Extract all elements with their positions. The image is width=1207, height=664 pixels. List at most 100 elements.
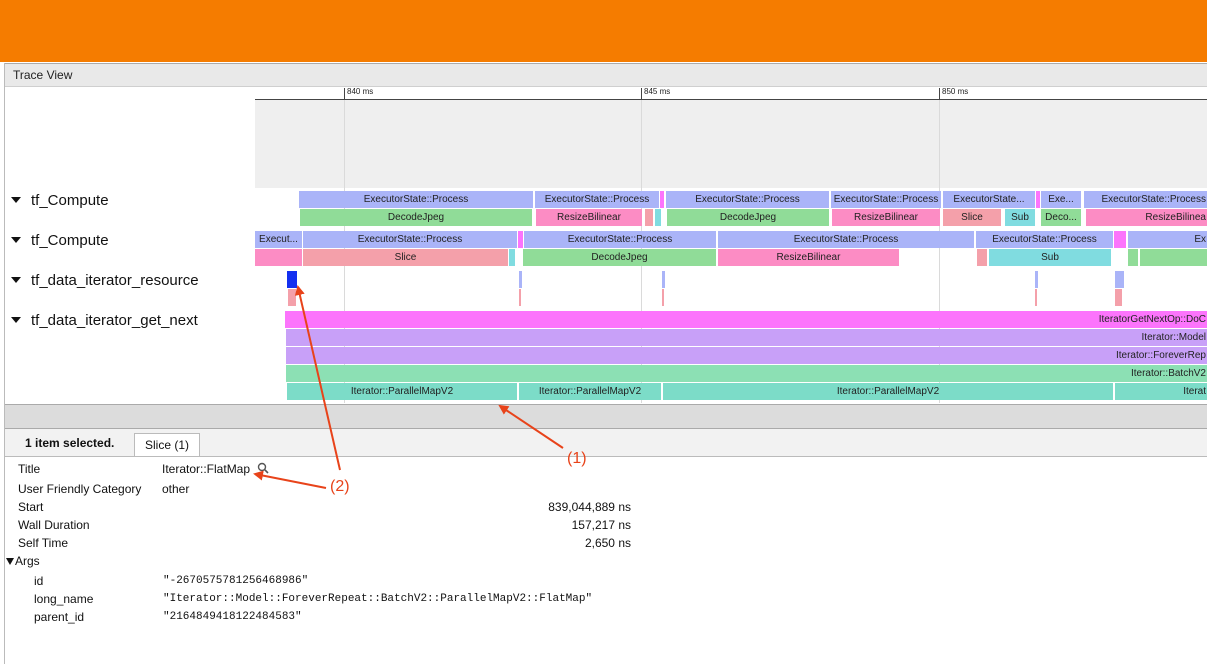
- slice-small[interactable]: [509, 249, 515, 266]
- slice-small[interactable]: [662, 271, 665, 288]
- slice-parallel-map[interactable]: Iterator::ParallelMapV2: [287, 383, 517, 400]
- slice-small[interactable]: [660, 191, 664, 208]
- slice-sub[interactable]: Sub: [1005, 209, 1035, 226]
- tab-slice[interactable]: Slice (1): [134, 433, 200, 456]
- slice-executor[interactable]: ExecutorState::Process: [718, 231, 974, 248]
- slice-small[interactable]: [519, 289, 521, 306]
- slice-parallel-map[interactable]: Iterator::ParallelMapV2: [663, 383, 1113, 400]
- ruler-tick: 845 ms: [641, 88, 642, 99]
- track-label-compute-1[interactable]: tf_Compute: [5, 192, 109, 210]
- slice-executor[interactable]: ExecutorState::Process: [976, 231, 1113, 248]
- time-ruler[interactable]: 840 ms 845 ms 850 ms: [255, 88, 1207, 100]
- slice-small[interactable]: [519, 271, 522, 288]
- slice-executor[interactable]: ExecutorState::Process: [535, 191, 659, 208]
- slice-sub[interactable]: Sub: [989, 249, 1111, 266]
- field-value-start: 839,044,889 ns: [431, 498, 631, 516]
- slice-executor[interactable]: ExecutorState::Process: [303, 231, 517, 248]
- slice-get-next-op[interactable]: IteratorGetNextOp::DoC: [285, 311, 1207, 328]
- slice-iterator-batch[interactable]: Iterator::BatchV2: [286, 365, 1207, 382]
- slice-executor[interactable]: ExecutorState...: [943, 191, 1035, 208]
- timeline[interactable]: 840 ms 845 ms 850 ms ExecutorState::Proc…: [255, 88, 1207, 403]
- panel-titlebar: Trace View: [5, 63, 1207, 87]
- arg-key-id: id: [34, 572, 43, 590]
- slice-iterator-forever-repeat[interactable]: Iterator::ForeverRep: [286, 347, 1207, 364]
- arg-key-long-name: long_name: [34, 590, 93, 608]
- slice-small[interactable]: [1114, 231, 1126, 248]
- slice-small[interactable]: [645, 209, 653, 226]
- selection-tabs-bar: 1 item selected. Slice (1): [5, 429, 1207, 457]
- slice-small[interactable]: [662, 289, 664, 306]
- slice-small[interactable]: [255, 249, 302, 266]
- top-header-bar: [0, 0, 1207, 62]
- field-value-wall-duration: 157,217 ns: [431, 516, 631, 534]
- slice-decode-jpeg[interactable]: [1140, 249, 1207, 266]
- slice-parallel-map[interactable]: Iterat: [1115, 383, 1207, 400]
- annotation-label-2: (2): [330, 478, 350, 496]
- field-label-start: Start: [18, 498, 43, 516]
- slice-executor[interactable]: ExecutorState::Process: [299, 191, 533, 208]
- track-labels: tf_Compute tf_Compute tf_data_iterator_r…: [5, 88, 255, 403]
- field-value-category: other: [162, 480, 189, 498]
- field-label-wall-duration: Wall Duration: [18, 516, 90, 534]
- slice-resize-bilinear[interactable]: ResizeBilinear: [832, 209, 940, 226]
- slice-small[interactable]: [1128, 249, 1138, 266]
- slice-decode-jpeg[interactable]: DecodeJpeg: [667, 209, 829, 226]
- slice-executor[interactable]: Exe...: [1041, 191, 1081, 208]
- timeline-overview-band: [255, 100, 1207, 188]
- panel-title: Trace View: [13, 68, 72, 82]
- field-label-category: User Friendly Category: [18, 480, 141, 498]
- slice-executor[interactable]: ExecutorState::Process: [524, 231, 716, 248]
- args-toggle[interactable]: Args: [6, 552, 40, 570]
- slice-small[interactable]: [518, 231, 523, 248]
- field-label-self-time: Self Time: [18, 534, 68, 552]
- slice-resize-bilinear[interactable]: ResizeBilinea: [1086, 209, 1207, 226]
- ruler-tick: 850 ms: [939, 88, 940, 99]
- collapse-triangle-icon[interactable]: [11, 197, 21, 203]
- slice-parallel-map[interactable]: Iterator::ParallelMapV2: [519, 383, 661, 400]
- slice-small[interactable]: [1115, 271, 1124, 288]
- slice-small[interactable]: [1115, 289, 1122, 306]
- field-value-title: Iterator::FlatMap: [162, 460, 269, 478]
- slice-small[interactable]: [1035, 289, 1037, 306]
- arg-value-id: "-2670575781256468986": [163, 572, 308, 590]
- collapse-triangle-icon[interactable]: [11, 237, 21, 243]
- slice-decode-jpeg[interactable]: DecodeJpeg: [523, 249, 716, 266]
- slice-decode-jpeg[interactable]: DecodeJpeg: [300, 209, 532, 226]
- slice-small[interactable]: [1035, 271, 1038, 288]
- slice-decode-jpeg[interactable]: Deco...: [1041, 209, 1081, 226]
- field-value-self-time: 2,650 ns: [431, 534, 631, 552]
- arg-value-long-name: "Iterator::Model::ForeverRepeat::BatchV2…: [163, 590, 592, 608]
- slice-slice[interactable]: Slice: [943, 209, 1001, 226]
- slice-executor[interactable]: ExecutorState::Process: [666, 191, 829, 208]
- field-label-title: Title: [18, 460, 40, 478]
- slice-slice[interactable]: Slice: [303, 249, 508, 266]
- slice-small[interactable]: [1036, 191, 1040, 208]
- slice-executor[interactable]: ExecutorState::Process: [831, 191, 941, 208]
- slice-executor[interactable]: Ex: [1128, 231, 1207, 248]
- ruler-tick: 840 ms: [344, 88, 345, 99]
- expand-triangle-icon[interactable]: [6, 558, 14, 565]
- arg-value-parent-id: "2164849418122484583": [163, 608, 302, 626]
- slice-executor[interactable]: ExecutorState::Process: [1084, 191, 1207, 208]
- slice-small[interactable]: [288, 289, 296, 306]
- slice-small[interactable]: [977, 249, 987, 266]
- track-label-iterator-get-next[interactable]: tf_data_iterator_get_next: [5, 312, 198, 330]
- collapse-triangle-icon[interactable]: [11, 317, 21, 323]
- slice-resize-bilinear[interactable]: ResizeBilinear: [718, 249, 899, 266]
- panel-splitter[interactable]: [5, 404, 1207, 429]
- annotation-label-1: (1): [567, 450, 587, 468]
- selection-count: 1 item selected.: [25, 436, 114, 450]
- track-label-compute-2[interactable]: tf_Compute: [5, 232, 109, 250]
- slice-details: Title Iterator::FlatMap User Friendly Ca…: [5, 457, 1207, 664]
- arg-key-parent-id: parent_id: [34, 608, 84, 626]
- slice-small[interactable]: [655, 209, 661, 226]
- magnifier-icon[interactable]: [257, 462, 269, 474]
- slice-resize-bilinear[interactable]: ResizeBilinear: [536, 209, 642, 226]
- track-label-iterator-resource[interactable]: tf_data_iterator_resource: [5, 272, 199, 290]
- slice-flatmap-selected[interactable]: [287, 271, 297, 288]
- trace-view-panel: Trace View tf_Compute tf_Compute tf_data…: [4, 63, 1207, 664]
- slice-iterator-model[interactable]: Iterator::Model: [286, 329, 1207, 346]
- slice-executor[interactable]: Execut...: [255, 231, 302, 248]
- collapse-triangle-icon[interactable]: [11, 277, 21, 283]
- track-area[interactable]: tf_Compute tf_Compute tf_data_iterator_r…: [5, 88, 1207, 403]
